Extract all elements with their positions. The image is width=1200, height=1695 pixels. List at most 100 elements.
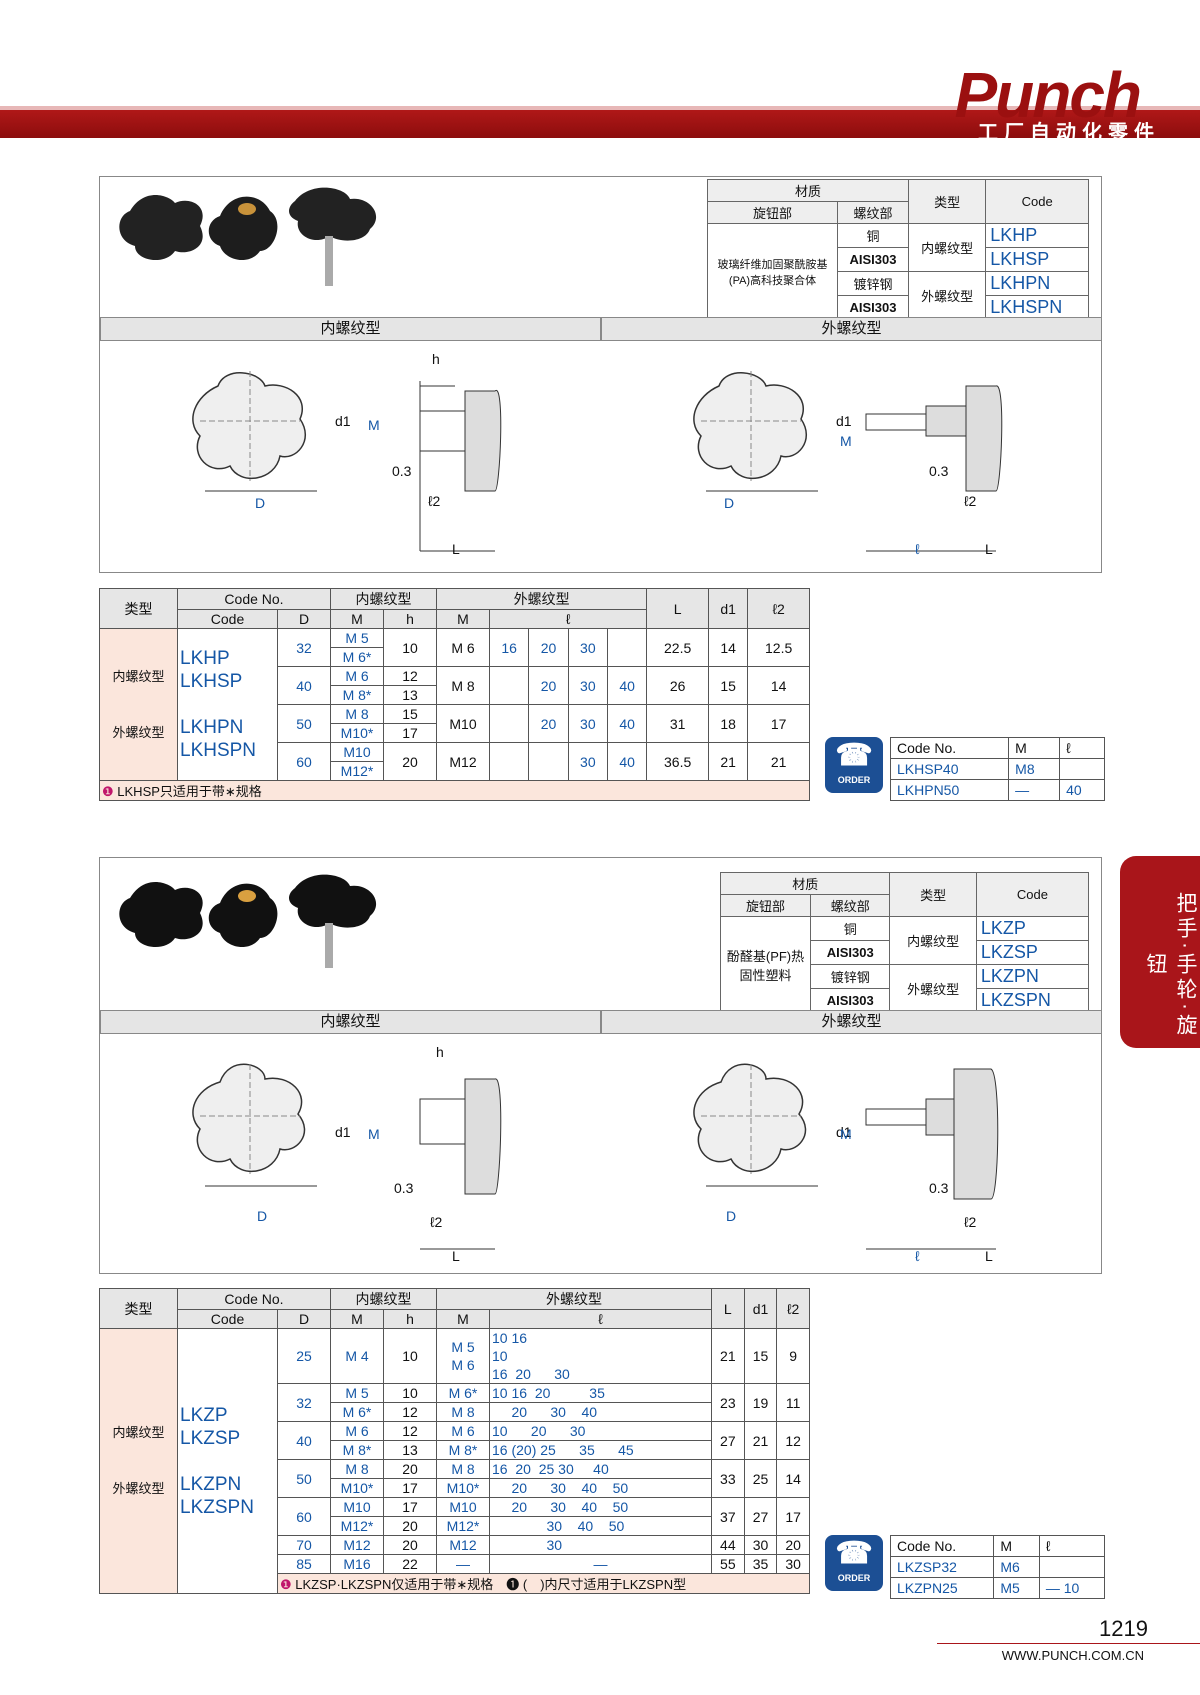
outer-thread-heading: 外螺纹型 — [601, 317, 1102, 341]
inner-thread-drawing — [192, 1063, 502, 1250]
th-M: M — [330, 1309, 384, 1329]
code-value: LKHPN — [180, 717, 244, 738]
M-value: M 6* — [330, 1402, 384, 1422]
M-value: M12* — [330, 761, 384, 781]
th-l: ℓ — [488, 609, 648, 629]
dim-h: h — [436, 1044, 444, 1060]
d1-value: 30 — [743, 1535, 778, 1555]
l2-value: 11 — [776, 1383, 810, 1422]
th-D: D — [277, 609, 331, 629]
h-value: 20 — [383, 1516, 437, 1536]
brand-tagline: 工厂自动化零件 — [978, 122, 1160, 144]
M-value: M 5 — [330, 1383, 384, 1403]
th-L: L — [711, 1288, 745, 1329]
outer-M: M10 — [436, 704, 490, 743]
l-values: 16 20 25 30 40 — [489, 1459, 712, 1479]
l-line: 16 20 30 — [492, 1366, 570, 1382]
l2-value: 21 — [747, 742, 810, 781]
l2-value: 14 — [776, 1459, 810, 1498]
thread-material: AISI303 — [837, 247, 909, 272]
d1-value: 18 — [707, 704, 749, 743]
th-codeno: Code No. — [177, 1288, 331, 1310]
dim-d1: d1 — [335, 1124, 351, 1140]
page-number: 1219 — [1099, 1616, 1148, 1641]
order-col: ℓ — [1059, 737, 1105, 759]
h-value: 20 — [383, 1459, 437, 1479]
code-value: LKZPN — [975, 964, 1090, 989]
type-cell: 内螺纹型外螺纹型 — [99, 628, 178, 781]
outer-M: — — [436, 1554, 490, 1574]
th-code: Code — [177, 609, 278, 629]
l-line: 10 — [492, 1348, 508, 1364]
outer-M: M 6 — [436, 628, 490, 667]
d1-value: 21 — [743, 1421, 778, 1460]
thread-material: 镀锌钢 — [837, 271, 909, 296]
D-value: 85 — [277, 1554, 331, 1574]
h-value: 13 — [383, 685, 437, 705]
order-m: M5 — [993, 1577, 1040, 1599]
d1-value: 25 — [743, 1459, 778, 1498]
inner-thread-drawing — [192, 371, 502, 552]
M-value: M16 — [330, 1554, 384, 1574]
l-values: — — [489, 1554, 712, 1574]
th-codeno: Code No. — [177, 588, 331, 610]
product-photo-2 — [119, 874, 377, 968]
order-l — [1059, 758, 1105, 780]
M-value: M 8 — [330, 704, 384, 724]
D-value: 32 — [277, 628, 331, 667]
dim-L: L — [452, 1248, 460, 1264]
code-value: LKZSPN — [180, 1496, 254, 1518]
M-value: M12* — [330, 1516, 384, 1536]
code-value: LKZSPN — [975, 988, 1090, 1013]
thread-part-header: 螺纹部 — [837, 201, 909, 224]
dim-d: D — [257, 1208, 268, 1224]
brand-logo: Punch — [954, 59, 1142, 131]
order-m: — — [1008, 779, 1061, 801]
th-M: M — [436, 1309, 490, 1329]
code-value: LKHSPN — [180, 740, 257, 761]
h-value: 17 — [383, 723, 437, 743]
th-M: M — [436, 609, 490, 629]
d1-value: 35 — [743, 1554, 778, 1574]
d1-value: 19 — [743, 1383, 778, 1422]
l-value: 30 — [567, 742, 608, 781]
dim-03: 0.3 — [929, 463, 949, 479]
l-value: 30 — [567, 666, 608, 705]
L-value: 21 — [711, 1328, 745, 1384]
header-stripe — [0, 106, 1200, 110]
l2-value: 20 — [776, 1535, 810, 1555]
dim-l2: ℓ2 — [964, 1214, 977, 1230]
dim-m: M — [368, 1126, 380, 1142]
d1-value: 27 — [743, 1497, 778, 1536]
order-m: M6 — [993, 1556, 1040, 1578]
l2-value: 17 — [747, 704, 810, 743]
category-tab[interactable]: 把手·手轮·旋钮 — [1120, 856, 1200, 1048]
outer-thread-drawing — [693, 1063, 999, 1250]
l-value: 40 — [606, 666, 648, 705]
h-value: 22 — [383, 1554, 437, 1574]
outer-M: M 8 — [436, 1402, 490, 1422]
D-value: 60 — [277, 742, 331, 781]
type-inner: 内螺纹型 — [112, 668, 165, 684]
inner-thread-heading: 内螺纹型 — [100, 1010, 601, 1034]
dim-d: D — [255, 495, 266, 511]
L-value: 37 — [711, 1497, 745, 1536]
order-m: M8 — [1008, 758, 1061, 780]
knob-part-header: 旋钮部 — [707, 201, 838, 224]
L-value: 26 — [646, 666, 709, 705]
th-d1: d1 — [707, 588, 749, 629]
thread-part-header: 螺纹部 — [809, 894, 891, 917]
dim-h: h — [432, 351, 440, 367]
th-d1: d1 — [743, 1288, 778, 1329]
code-value: LKZSP — [975, 940, 1090, 965]
L-value: 33 — [711, 1459, 745, 1498]
header-band — [0, 110, 1200, 138]
dim-d: D — [726, 1208, 737, 1224]
M-value: M 6 — [330, 1421, 384, 1441]
l-value: 40 — [606, 704, 648, 743]
l-value: 20 — [528, 628, 569, 667]
l-values: 16 (20) 25 35 45 — [489, 1440, 712, 1460]
table-note: ❶ LKZSP·LKZSPN仅适用于带∗规格 ❶ ( )内尺寸适用于LKZSPN… — [277, 1573, 810, 1594]
dim-d: D — [724, 495, 735, 511]
